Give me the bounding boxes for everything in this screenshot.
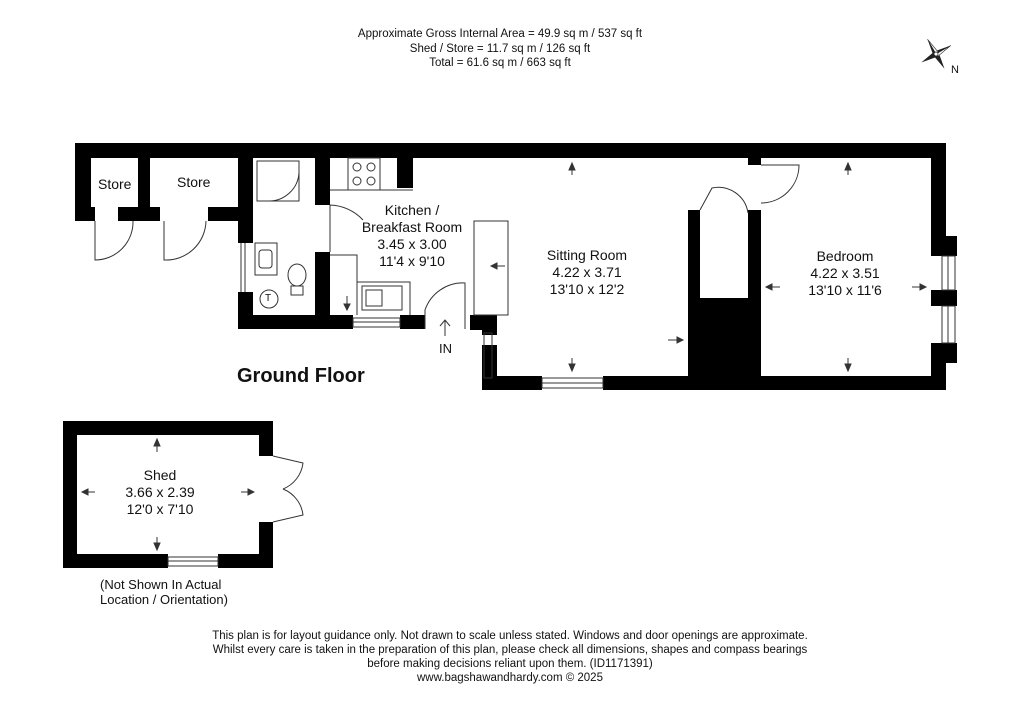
store-2-label: Store [177, 174, 211, 190]
fixtures [94, 157, 956, 567]
store-1-label: Store [98, 176, 132, 192]
kitchen-name-line2: Breakfast Room [361, 219, 463, 235]
sitting-room-metric: 4.22 x 3.71 [552, 264, 622, 280]
dimension-arrows [80, 161, 928, 552]
walls [63, 143, 957, 568]
kitchen-imperial: 11'4 x 9'10 [379, 253, 445, 269]
boiler-label: T [265, 293, 272, 304]
compass-icon [921, 39, 951, 69]
disclaimer-line1: This plan is for layout guidance only. N… [212, 630, 808, 642]
total-area: Total = 61.6 sq m / 663 sq ft [429, 57, 571, 69]
bedroom-imperial: 13'10 x 11'6 [808, 282, 882, 298]
shed-label: Shed 3.66 x 2.39 12'0 x 7'10 [125, 467, 194, 518]
shed-name: Shed [143, 467, 177, 483]
compass-north-label: N [951, 64, 959, 76]
disclaimer-line3: before making decisions reliant upon the… [367, 658, 653, 670]
bedroom-label: Bedroom 4.22 x 3.51 13'10 x 11'6 [808, 248, 882, 299]
kitchen-label: Kitchen / Breakfast Room 3.45 x 3.00 11'… [362, 202, 462, 270]
shed-note-line2: Location / Orientation) [100, 592, 228, 607]
shed-note: (Not Shown In Actual Location / Orientat… [100, 577, 228, 607]
kitchen-metric: 3.45 x 3.00 [377, 236, 447, 252]
shed-imperial: 12'0 x 7'10 [126, 501, 194, 517]
website-link[interactable]: www.bagshawandhardy.com © 2025 [417, 672, 603, 684]
sitting-room-imperial: 13'10 x 12'2 [549, 281, 625, 297]
shed-metric: 3.66 x 2.39 [125, 484, 195, 500]
entrance-label: IN [439, 341, 452, 356]
disclaimer: This plan is for layout guidance only. N… [170, 629, 850, 685]
bedroom-metric: 4.22 x 3.51 [810, 265, 880, 281]
shed-store-area: Shed / Store = 11.7 sq m / 126 sq ft [409, 42, 591, 55]
kitchen-name-line1: Kitchen / [384, 202, 440, 218]
sitting-room-name: Sitting Room [546, 247, 628, 263]
bedroom-name: Bedroom [816, 248, 874, 264]
floor-title: Ground Floor [237, 365, 365, 387]
shed-note-line1: (Not Shown In Actual [100, 577, 222, 592]
area-summary: Approximate Gross Internal Area = 49.9 s… [300, 27, 700, 71]
sitting-room-label: Sitting Room 4.22 x 3.71 13'10 x 12'2 [547, 247, 627, 298]
gross-internal-area: Approximate Gross Internal Area = 49.9 s… [357, 28, 643, 40]
disclaimer-line2: Whilst every care is taken in the prepar… [212, 644, 808, 656]
